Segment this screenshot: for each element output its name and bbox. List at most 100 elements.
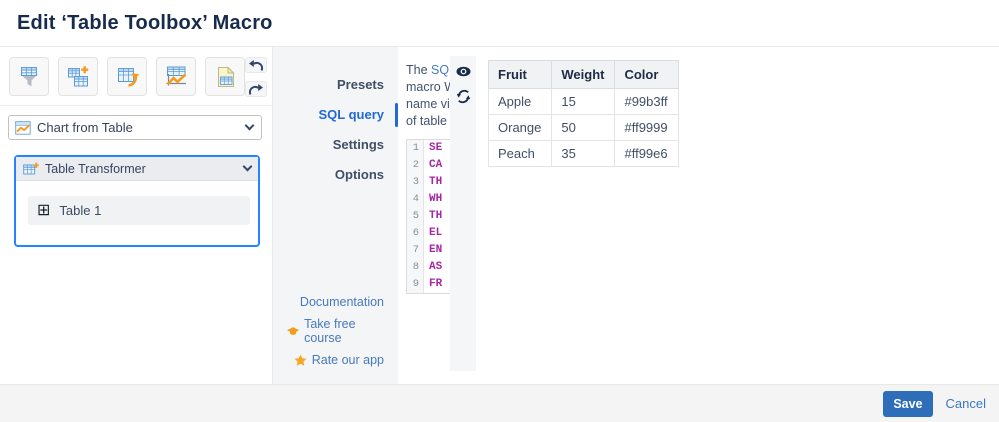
table-cell: #ff9999 bbox=[614, 114, 679, 141]
line-number: 3 bbox=[407, 174, 424, 191]
graduation-cap-icon bbox=[287, 326, 300, 335]
line-number: 8 bbox=[407, 259, 424, 276]
page-layout-button[interactable] bbox=[205, 57, 245, 96]
code-line: 9 FR bbox=[407, 276, 450, 293]
add-table-icon bbox=[68, 65, 89, 86]
table-cell: 50 bbox=[551, 114, 616, 141]
table-row: Orange 50 #ff9999 bbox=[487, 114, 679, 141]
preview-visibility-button[interactable] bbox=[456, 66, 471, 77]
table-transformer-icon bbox=[23, 162, 39, 175]
table-row: Apple 15 #99b3ff bbox=[487, 88, 679, 115]
take-free-course-label: Take free course bbox=[304, 317, 356, 345]
code-text: WH bbox=[429, 193, 443, 205]
line-number: 6 bbox=[407, 225, 424, 242]
chart-from-table-button[interactable] bbox=[156, 57, 196, 96]
cancel-link[interactable]: Cancel bbox=[945, 396, 986, 411]
refresh-preview-button[interactable] bbox=[456, 89, 471, 104]
chevron-down-icon bbox=[242, 161, 253, 172]
chevron-down-icon bbox=[244, 120, 255, 131]
structure-panel: Chart from Table Table Transformer bbox=[0, 47, 273, 384]
undo-button[interactable] bbox=[245, 57, 267, 73]
dialog-footer: Save Cancel bbox=[0, 384, 999, 422]
line-number: 5 bbox=[407, 208, 424, 225]
line-number: 1 bbox=[407, 140, 424, 157]
code-line: 3 TH bbox=[407, 174, 450, 191]
code-line: 7 EN bbox=[407, 242, 450, 259]
save-button[interactable]: Save bbox=[883, 390, 933, 417]
table-header-row: Fruit Weight Color bbox=[487, 60, 679, 89]
chart-type-select[interactable]: Chart from Table bbox=[8, 115, 262, 140]
line-number: 2 bbox=[407, 157, 424, 174]
table-item[interactable]: ⊞ Table 1 bbox=[28, 196, 250, 225]
tab-settings[interactable]: Settings bbox=[332, 137, 384, 152]
code-text: EN bbox=[429, 244, 443, 256]
table-cell: 15 bbox=[551, 88, 616, 115]
code-text: CA bbox=[429, 159, 443, 171]
column-header: Weight bbox=[551, 60, 616, 89]
tab-options[interactable]: Options bbox=[334, 167, 384, 182]
code-text: AS bbox=[429, 261, 443, 273]
sql-query-panel: The SQL macro W name vi of table 1 SE 2 CA… bbox=[398, 47, 450, 384]
table-cell: Apple bbox=[487, 88, 553, 115]
code-line: 5 TH bbox=[407, 208, 450, 225]
description-line: of table bbox=[406, 114, 448, 128]
description-line: macro W bbox=[406, 80, 450, 94]
documentation-link[interactable]: Documentation bbox=[273, 291, 398, 313]
refresh-icon bbox=[456, 89, 470, 104]
line-number: 7 bbox=[407, 242, 424, 259]
column-header: Fruit bbox=[487, 60, 553, 89]
table-cell: Orange bbox=[487, 114, 553, 141]
code-line: 4 WH bbox=[407, 191, 450, 208]
chart-from-table-icon bbox=[166, 66, 187, 85]
dialog-title: Edit ‘Table Toolbox’ Macro bbox=[17, 11, 273, 34]
transformer-select[interactable]: Table Transformer bbox=[16, 157, 258, 181]
description-line: The SQL bbox=[406, 62, 450, 79]
pivot-table-icon bbox=[118, 67, 140, 87]
toolbar bbox=[0, 47, 272, 105]
code-line: 2 CA bbox=[407, 157, 450, 174]
transformer-label: Table Transformer bbox=[45, 161, 146, 176]
table-cell: Peach bbox=[487, 140, 553, 167]
filter-table-icon bbox=[20, 66, 38, 86]
code-text: FR bbox=[429, 278, 443, 290]
table-grid-icon: ⊞ bbox=[37, 201, 51, 219]
preview-toolbar-strip bbox=[450, 56, 476, 371]
code-text: TH bbox=[429, 176, 443, 188]
pivot-table-button[interactable] bbox=[107, 57, 147, 96]
page-layout-icon bbox=[218, 65, 235, 87]
undo-icon bbox=[249, 59, 264, 71]
take-free-course-link[interactable]: Take free course bbox=[273, 313, 398, 349]
add-table-button[interactable] bbox=[58, 57, 98, 96]
code-line: 8 AS bbox=[407, 259, 450, 276]
documentation-label: Documentation bbox=[299, 295, 384, 309]
line-number: 4 bbox=[407, 191, 424, 208]
rate-our-app-label: Rate our app bbox=[311, 353, 384, 367]
nav-links: Documentation Take free course Rate our … bbox=[273, 291, 398, 384]
table-item-label: Table 1 bbox=[59, 203, 102, 218]
description-line: name vi bbox=[406, 97, 450, 111]
table-row: Peach 35 #ff99e6 bbox=[487, 140, 679, 167]
eye-icon bbox=[456, 66, 470, 77]
line-number: 9 bbox=[407, 276, 424, 293]
code-text: TH bbox=[429, 210, 443, 222]
sql-doc-link[interactable]: SQL bbox=[431, 63, 450, 77]
chart-type-label: Chart from Table bbox=[37, 120, 133, 135]
dialog-header: Edit ‘Table Toolbox’ Macro bbox=[0, 0, 999, 46]
rate-our-app-link[interactable]: Rate our app bbox=[273, 349, 398, 371]
redo-button[interactable] bbox=[245, 81, 267, 97]
filter-table-button[interactable] bbox=[9, 57, 49, 96]
toolbar-divider bbox=[0, 105, 272, 106]
star-icon bbox=[294, 354, 307, 366]
code-text: SE bbox=[429, 142, 443, 154]
table-cell: #ff99e6 bbox=[614, 140, 679, 167]
tab-presets[interactable]: Presets bbox=[337, 77, 384, 92]
code-line: 1 SE bbox=[407, 140, 450, 157]
dialog-body: Chart from Table Table Transformer bbox=[0, 46, 999, 384]
history-controls bbox=[245, 57, 267, 97]
tab-sql-query[interactable]: SQL query bbox=[273, 100, 398, 130]
table-transformer-box: Table Transformer ⊞ Table 1 bbox=[14, 155, 260, 247]
column-header: Color bbox=[614, 60, 679, 89]
redo-icon bbox=[248, 83, 263, 95]
